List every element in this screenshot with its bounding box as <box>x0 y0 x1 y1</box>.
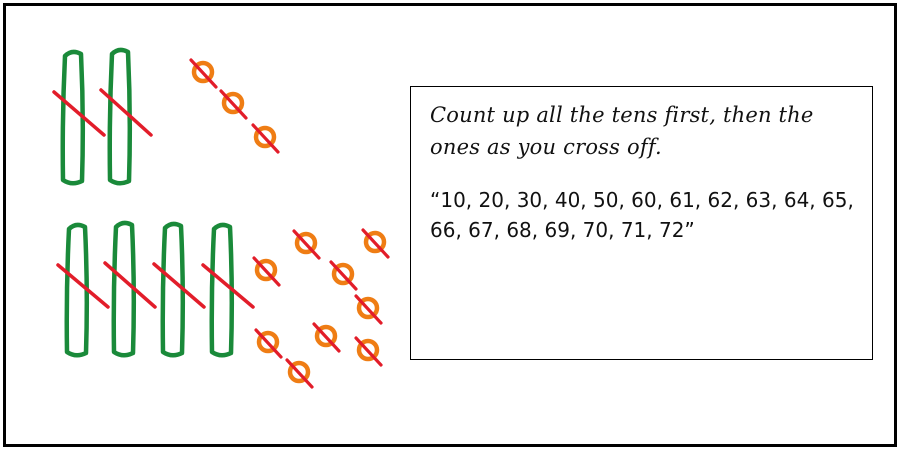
ten-stick <box>160 221 186 358</box>
one-ring <box>331 262 355 286</box>
cross-off-line <box>103 261 157 309</box>
one-ring <box>256 330 280 354</box>
ten-stick <box>209 222 235 358</box>
group-second-number <box>56 220 390 389</box>
cross-off-line <box>56 263 110 309</box>
one-ring <box>221 91 245 115</box>
one-ring <box>356 296 380 320</box>
cross-off-line <box>354 336 383 367</box>
cross-off-line <box>285 358 314 389</box>
cross-off-line <box>252 256 281 287</box>
cross-off-line <box>254 328 283 359</box>
cross-off-line <box>152 262 206 309</box>
one-ring <box>356 338 380 362</box>
ten-stick <box>60 49 86 186</box>
ten-stick <box>107 47 133 186</box>
one-ring <box>294 231 318 255</box>
explanation-box: Count up all the tens first, then the on… <box>410 86 873 360</box>
cross-off-line <box>52 90 106 137</box>
one-ring <box>254 258 278 282</box>
cross-off-line <box>99 88 153 137</box>
cross-off-line <box>219 89 248 120</box>
ten-stick <box>64 222 90 358</box>
instruction-text: Count up all the tens first, then the on… <box>430 103 814 159</box>
cross-off-line <box>329 260 358 291</box>
cross-off-line <box>251 123 280 154</box>
cross-off-line <box>354 294 383 325</box>
counting-sequence-text: “10, 20, 30, 40, 50, 60, 61, 62, 63, 64,… <box>430 188 854 242</box>
cross-off-line <box>201 263 255 309</box>
ten-stick <box>111 220 137 358</box>
one-ring <box>253 125 277 149</box>
group-first-number <box>52 47 280 186</box>
one-ring <box>363 230 387 254</box>
cross-off-line <box>361 228 390 259</box>
cross-off-line <box>189 58 218 89</box>
one-ring <box>314 324 338 348</box>
one-ring <box>191 60 215 84</box>
cross-off-line <box>292 229 321 260</box>
cross-off-line <box>312 322 341 353</box>
one-ring <box>287 360 311 384</box>
